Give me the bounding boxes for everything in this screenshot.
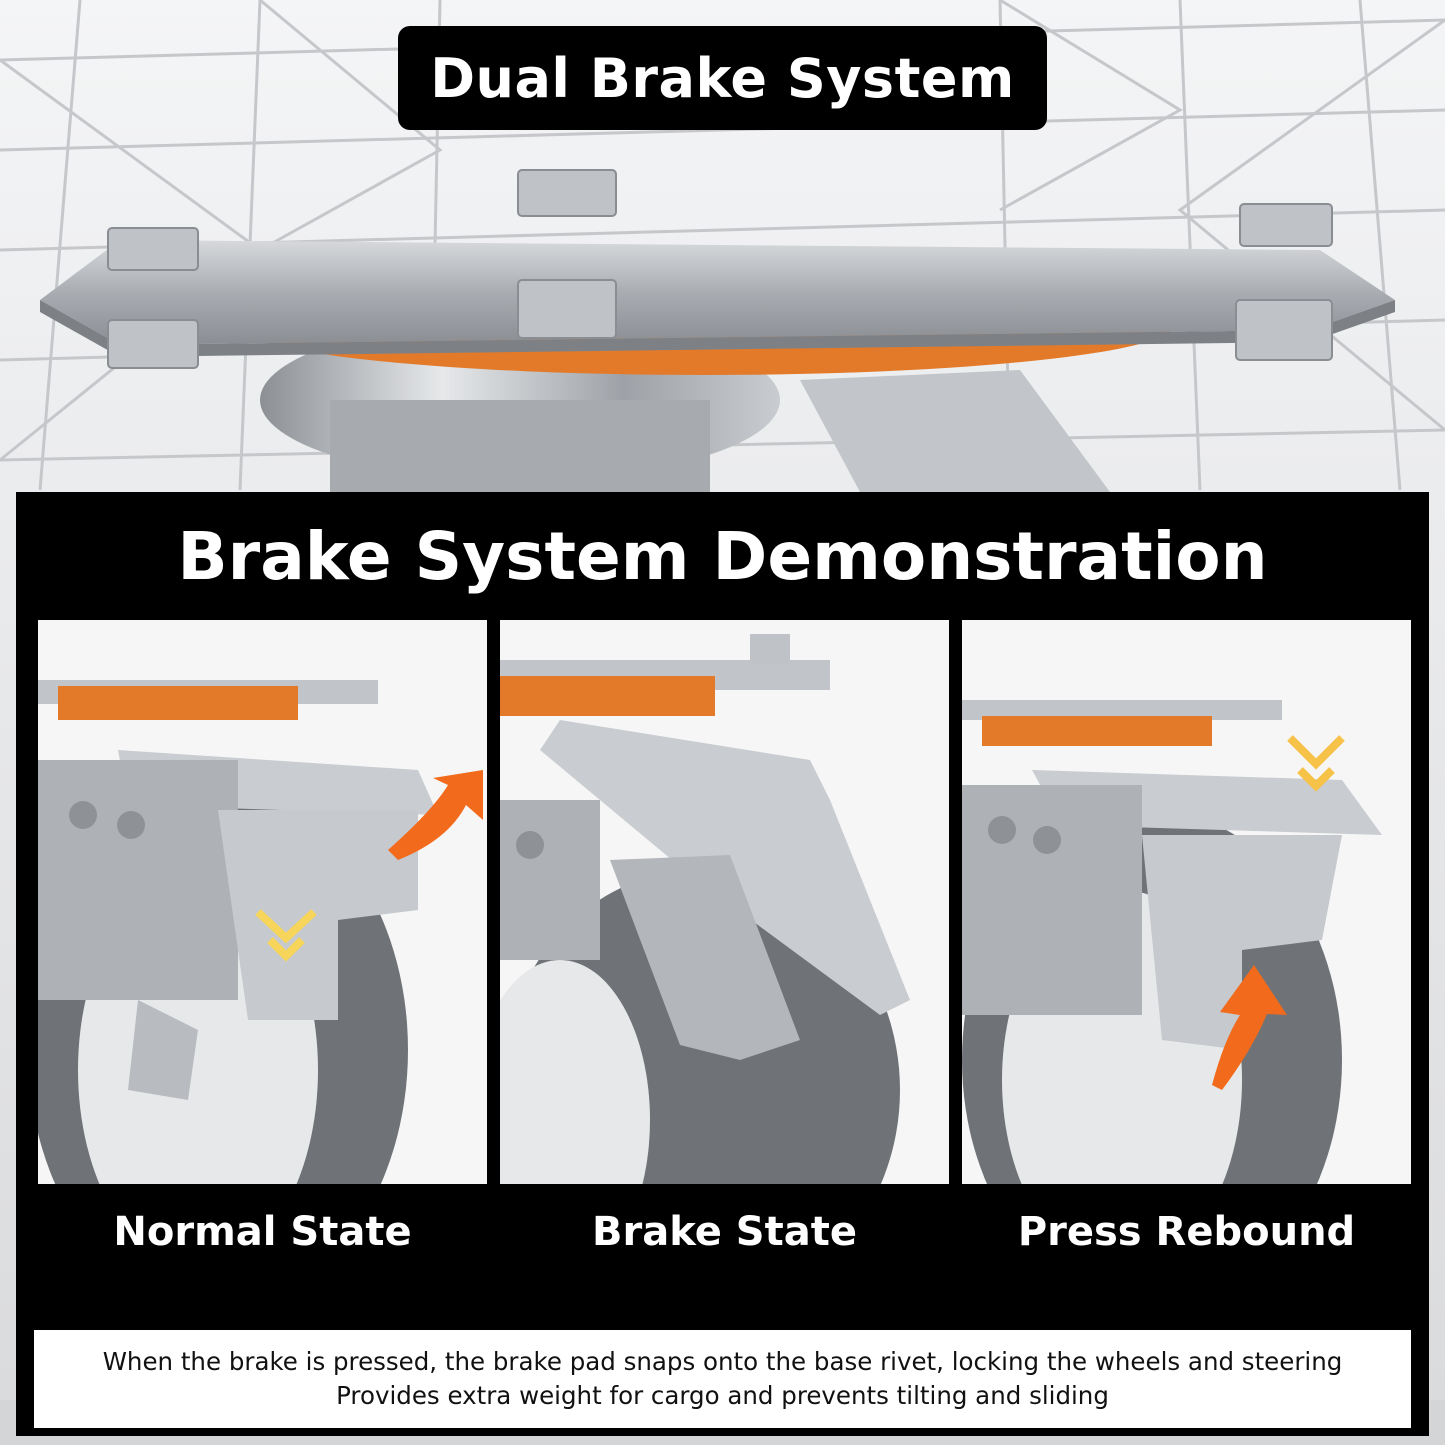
description-line-2: Provides extra weight for cargo and prev… — [336, 1381, 1109, 1410]
normal-state-label: Normal State — [113, 1209, 412, 1255]
orange-up-arrow-icon — [388, 770, 483, 860]
title-banner: Dual Brake System — [398, 26, 1047, 130]
orange-up-arrow-icon — [1212, 965, 1287, 1090]
demonstration-panel: Brake System Demonstration — [16, 492, 1429, 1436]
yellow-chevron-down-icon — [255, 909, 317, 962]
brake-state-image — [500, 620, 949, 1184]
panel-title: Brake System Demonstration — [177, 518, 1268, 595]
description-box: When the brake is pressed, the brake pad… — [34, 1330, 1411, 1428]
description-line-1: When the brake is pressed, the brake pad… — [102, 1347, 1343, 1376]
page-title: Dual Brake System — [430, 46, 1015, 110]
press-rebound-label: Press Rebound — [1017, 1209, 1356, 1255]
normal-state-image — [38, 620, 487, 1184]
yellow-chevron-down-icon — [1287, 735, 1345, 792]
brake-state-label: Brake State — [592, 1209, 857, 1255]
press-rebound-image — [962, 620, 1411, 1184]
